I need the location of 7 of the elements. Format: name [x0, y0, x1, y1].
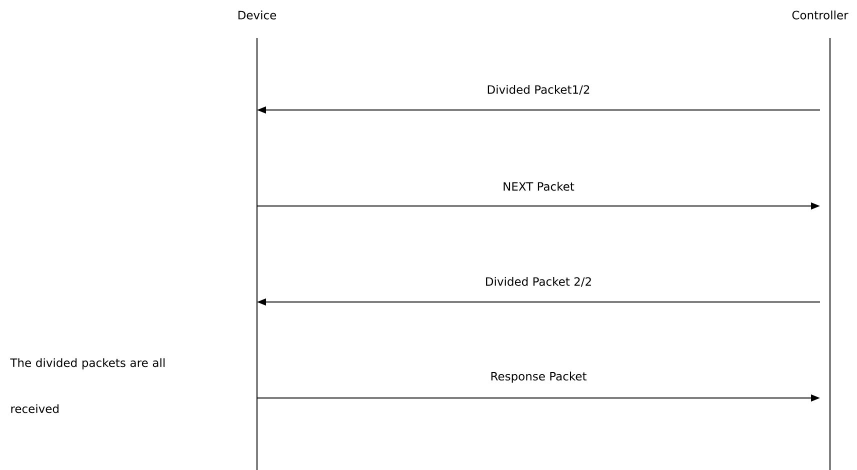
lifeline: Controller: [792, 10, 848, 470]
note: The divided packets are all received: [10, 358, 165, 414]
edge-label: Divided Packet1/2: [488, 85, 590, 95]
lifeline: Device: [238, 10, 276, 470]
edge-label: NEXT Packet: [504, 182, 574, 191]
edge-label: Divided Packet 2/2: [486, 277, 591, 287]
edge-label: Response Packet: [491, 372, 586, 383]
